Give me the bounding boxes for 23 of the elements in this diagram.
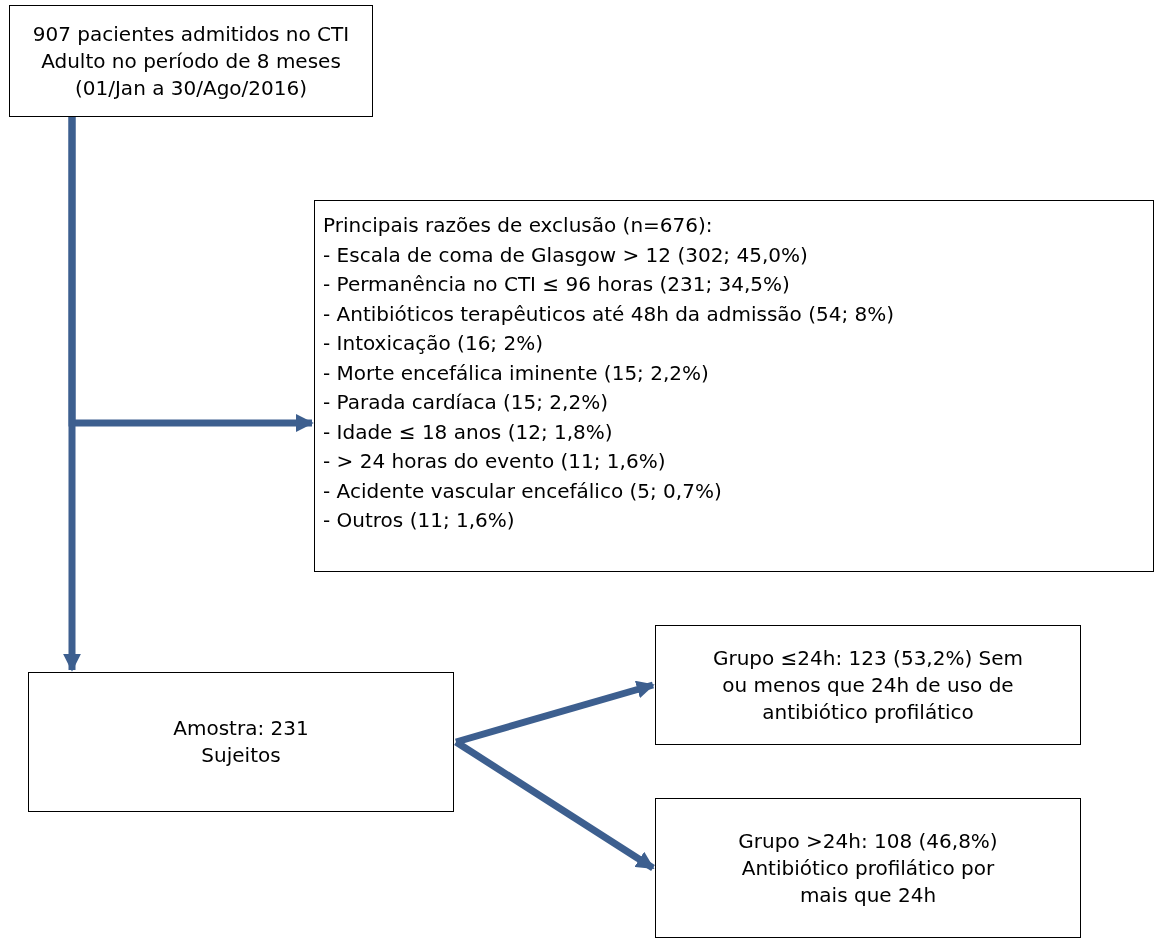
flow-box bbox=[314, 200, 1154, 572]
box-text: - Escala de coma de Glasgow > 12 (302; 45,0%) bbox=[323, 241, 808, 269]
heading-text: Principais razões de exclusão (n=676): bbox=[323, 212, 713, 239]
box-text: - Idade ≤ 18 anos (12; 1,8%) bbox=[323, 418, 613, 446]
box-text: Amostra: 231 Sujeitos bbox=[172, 715, 310, 769]
arrow bbox=[454, 739, 655, 871]
flow-box bbox=[28, 672, 454, 812]
box-text: - Permanência no CTI ≤ 96 horas (231; 34,5%) bbox=[323, 271, 790, 298]
box-text: - > 24 horas do evento (11; 1,6%) bbox=[323, 448, 666, 475]
flow-box bbox=[655, 625, 1081, 745]
box-text: - Parada cardíaca (15; 2,2%) bbox=[323, 389, 608, 416]
arrow bbox=[63, 117, 81, 672]
arrow bbox=[455, 680, 655, 746]
box-text: - Morte encefálica iminente (15; 2,2%) bbox=[323, 359, 709, 387]
box-text: - Intoxicação (16; 2%) bbox=[323, 330, 543, 357]
box-text: - Antibióticos terapêuticos até 48h da admissão (54; 8%) bbox=[323, 300, 895, 328]
flow-box bbox=[655, 798, 1081, 938]
box-text: - Acidente vascular encefálico (5; 0,7%) bbox=[323, 477, 722, 505]
flow-box bbox=[9, 5, 373, 117]
box-text: Grupo >24h: 108 (46,8%) Antibiótico profilático por mais que 24h bbox=[737, 827, 999, 909]
box-text: 907 pacientes admitidos no CTI Adulto no período de 8 meses (01/Jan a 30/Ago/2016) bbox=[31, 20, 351, 102]
box-text: - Outros (11; 1,6%) bbox=[323, 507, 515, 534]
box-text: Grupo ≤24h: 123 (53,2%) Sem ou menos que 24h de uso de antibiótico profilático bbox=[711, 644, 1025, 726]
